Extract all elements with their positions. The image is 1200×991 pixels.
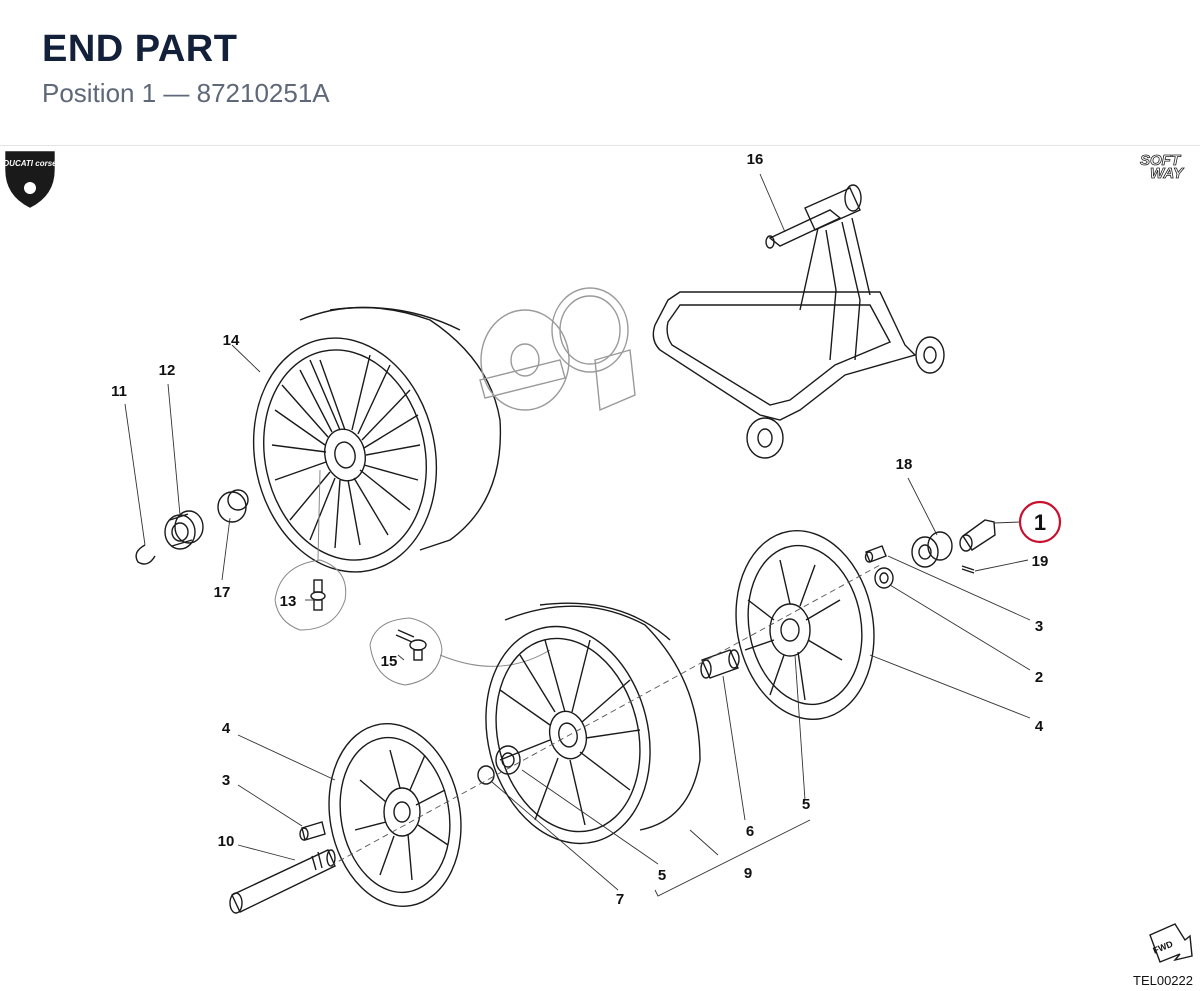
leader-lines xyxy=(124,173,1031,897)
ducati-corse-logo: DUCATI corse xyxy=(3,151,57,208)
softway-logo-top: SOFT xyxy=(1140,152,1182,169)
brake-disc-right xyxy=(735,530,875,720)
callout-18[interactable]: 18 xyxy=(896,456,913,473)
spacer-sleeve xyxy=(700,649,740,679)
bolt-right xyxy=(864,545,887,563)
callout-5-right[interactable]: 5 xyxy=(802,796,810,813)
callout-1[interactable]: 1 xyxy=(1034,510,1046,535)
bushing xyxy=(911,531,953,568)
callout-3-left[interactable]: 3 xyxy=(222,772,230,789)
callout-17[interactable]: 17 xyxy=(214,584,231,601)
valve-detail-2 xyxy=(369,617,551,686)
callout-5-left[interactable]: 5 xyxy=(658,867,666,884)
callout-13[interactable]: 13 xyxy=(280,593,297,610)
pin xyxy=(961,565,975,574)
callout-12[interactable]: 12 xyxy=(159,362,176,379)
rear-wheel xyxy=(252,306,502,573)
callout-9[interactable]: 9 xyxy=(744,865,752,882)
highlight-ring xyxy=(1018,500,1062,544)
softway-logo: SOFT SOFT WAY xyxy=(1140,152,1186,183)
bearing xyxy=(164,510,204,550)
spacer xyxy=(217,489,249,523)
end-part[interactable] xyxy=(959,519,996,552)
callout-7[interactable]: 7 xyxy=(616,891,624,908)
callout-19[interactable]: 19 xyxy=(1032,553,1049,570)
softway-logo-top-outline: SOFT xyxy=(1140,152,1182,169)
axle-centerline xyxy=(329,564,881,867)
callout-3-right[interactable]: 3 xyxy=(1035,618,1043,635)
callout-15[interactable]: 15 xyxy=(381,653,398,670)
ducati-logo-text: DUCATI corse xyxy=(3,159,57,168)
drawing-code: TEL00222 xyxy=(1133,973,1193,988)
fwd-label: FWD xyxy=(1151,939,1174,956)
circlip xyxy=(135,544,156,565)
brake-disc-left xyxy=(328,722,462,908)
callout-16[interactable]: 16 xyxy=(747,151,764,168)
paddock-stand xyxy=(652,184,945,459)
valve-detail xyxy=(274,469,347,631)
header-divider xyxy=(0,145,1200,146)
front-wheel xyxy=(485,602,701,845)
callout-2[interactable]: 2 xyxy=(1035,669,1043,686)
front-axle xyxy=(229,849,336,914)
page-subtitle: Position 1 — 87210251A xyxy=(42,78,330,108)
nut xyxy=(874,567,894,589)
callout-11[interactable]: 11 xyxy=(111,383,127,400)
bolt-left xyxy=(299,821,326,841)
page-title: END PART xyxy=(42,28,238,70)
callout-4-left[interactable]: 4 xyxy=(222,720,231,737)
bearing-front xyxy=(477,745,521,785)
fwd-arrow-icon xyxy=(1149,923,1193,963)
callout-14[interactable]: 14 xyxy=(223,332,240,349)
callout-10[interactable]: 10 xyxy=(218,833,235,850)
rear-sprocket-assembly xyxy=(479,287,636,412)
callout-4-right[interactable]: 4 xyxy=(1035,718,1044,735)
softway-logo-bottom: WAY xyxy=(1150,165,1185,182)
callout-6[interactable]: 6 xyxy=(746,823,754,840)
